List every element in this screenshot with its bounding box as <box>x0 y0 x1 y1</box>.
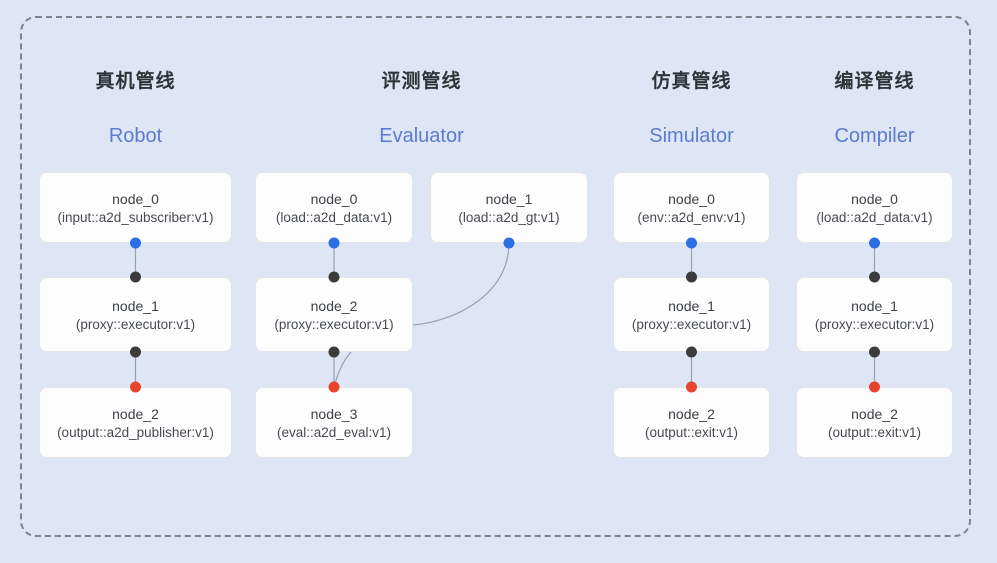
node-type: (proxy::executor:v1) <box>631 316 752 332</box>
node-name: node_0 <box>310 190 358 207</box>
node-name: node_1 <box>485 190 533 207</box>
node-name: node_2 <box>668 405 715 422</box>
node-card-simulator-1: node_1 (proxy::executor:v1) <box>613 277 770 352</box>
node-card-compiler-0: node_0 (load::a2d_data:v1) <box>796 172 953 243</box>
node-card-evaluator-0: node_0 (load::a2d_data:v1) <box>255 172 413 243</box>
node-type: (load::a2d_gt:v1) <box>458 209 560 225</box>
node-type: (proxy::executor:v1) <box>814 316 935 332</box>
pipeline-title-en-evaluator: Evaluator <box>379 125 464 147</box>
pipeline-title-en-robot: Robot <box>108 125 163 147</box>
node-card-compiler-1: node_1 (proxy::executor:v1) <box>796 277 953 352</box>
node-name: node_0 <box>668 190 715 207</box>
node-type: (eval::a2d_eval:v1) <box>276 424 392 440</box>
node-name: node_3 <box>310 405 358 422</box>
node-name: node_2 <box>310 297 358 314</box>
node-type: (output::a2d_publisher:v1) <box>57 424 214 440</box>
node-name: node_0 <box>851 190 898 207</box>
pipeline-title-zh-evaluator: 评测管线 <box>381 71 462 92</box>
node-card-robot-2: node_2 (output::a2d_publisher:v1) <box>39 387 232 458</box>
node-type: (load::a2d_data:v1) <box>275 209 393 225</box>
pipeline-title-en-simulator: Simulator <box>649 125 734 147</box>
pipeline-title-zh-compiler: 编译管线 <box>834 71 915 92</box>
node-card-simulator-0: node_0 (env::a2d_env:v1) <box>613 172 770 243</box>
node-type: (input::a2d_subscriber:v1) <box>57 209 214 225</box>
node-card-robot-0: node_0 (input::a2d_subscriber:v1) <box>39 172 232 243</box>
node-name: node_2 <box>851 405 898 422</box>
node-type: (proxy::executor:v1) <box>274 316 394 332</box>
pipeline-title-zh-simulator: 仿真管线 <box>651 71 732 92</box>
node-name: node_2 <box>112 405 159 422</box>
node-type: (output::exit:v1) <box>827 424 922 440</box>
node-name: node_0 <box>112 190 159 207</box>
pipeline-title-zh-robot: 真机管线 <box>95 71 176 92</box>
node-type: (load::a2d_data:v1) <box>816 209 933 225</box>
node-card-simulator-2: node_2 (output::exit:v1) <box>613 387 770 458</box>
node-card-evaluator-3: node_3 (eval::a2d_eval:v1) <box>255 387 413 458</box>
node-card-robot-1: node_1 (proxy::executor:v1) <box>39 277 232 352</box>
node-type: (proxy::executor:v1) <box>75 316 196 332</box>
node-name: node_1 <box>851 297 898 314</box>
node-name: node_1 <box>668 297 715 314</box>
node-type: (env::a2d_env:v1) <box>637 209 746 225</box>
pipeline-title-en-compiler: Compiler <box>834 125 915 147</box>
node-type: (output::exit:v1) <box>644 424 739 440</box>
dashed-border-frame <box>20 16 971 537</box>
node-card-evaluator-1: node_1 (load::a2d_gt:v1) <box>430 172 588 243</box>
node-name: node_1 <box>112 297 159 314</box>
node-card-evaluator-2: node_2 (proxy::executor:v1) <box>255 277 413 352</box>
node-card-compiler-2: node_2 (output::exit:v1) <box>796 387 953 458</box>
